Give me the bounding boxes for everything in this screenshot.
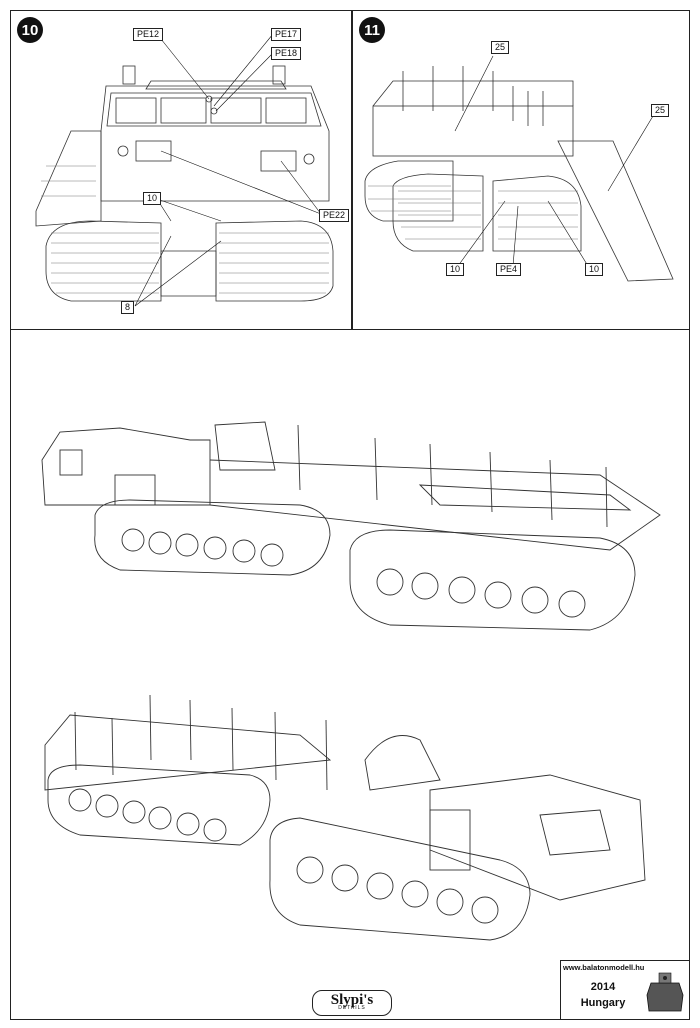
- callout-pe17: PE17: [271, 28, 302, 41]
- callout-pe4: PE4: [496, 263, 522, 276]
- step-11-drawing: [364, 55, 674, 282]
- lower-road-wheels: [68, 788, 499, 924]
- callout-25-right: 25: [651, 104, 670, 117]
- vehicle-view-rear-right: [44, 694, 646, 941]
- step-11-panel: 11 25 25 10 PE4 10: [352, 10, 690, 330]
- publish-country: Hungary: [580, 997, 626, 1009]
- callout-pe18: PE18: [271, 47, 302, 60]
- callout-10-left: 10: [446, 263, 465, 276]
- callout-pe12: PE12: [133, 28, 164, 41]
- publisher-url: www.balatonmodell.hu: [563, 963, 645, 972]
- callout-10-right: 10: [585, 263, 604, 276]
- slypis-brand-logo: Slypi's DETAILS: [312, 990, 392, 1016]
- publish-year: 2014: [590, 981, 616, 993]
- callout-25-top: 25: [491, 41, 510, 54]
- upper-road-wheels: [121, 528, 586, 618]
- callout-pe22: PE22: [319, 209, 350, 222]
- brand-name: Slypi's: [330, 992, 374, 1008]
- brand-sub: DETAILS: [338, 1005, 366, 1011]
- step-10-panel: 10 PE12 PE17 PE18 PE22 10 8: [10, 10, 352, 330]
- step-10-drawing: [35, 33, 334, 307]
- callout-10: 10: [143, 192, 162, 205]
- step-11-number: 11: [359, 17, 385, 43]
- step-10-number: 10: [17, 17, 43, 43]
- callout-8: 8: [121, 301, 135, 314]
- vehicle-view-front-left: [41, 421, 661, 631]
- publisher-info-box: www.balatonmodell.hu 2014 Hungary: [560, 960, 690, 1020]
- balaton-modell-logo-icon: [646, 972, 684, 1012]
